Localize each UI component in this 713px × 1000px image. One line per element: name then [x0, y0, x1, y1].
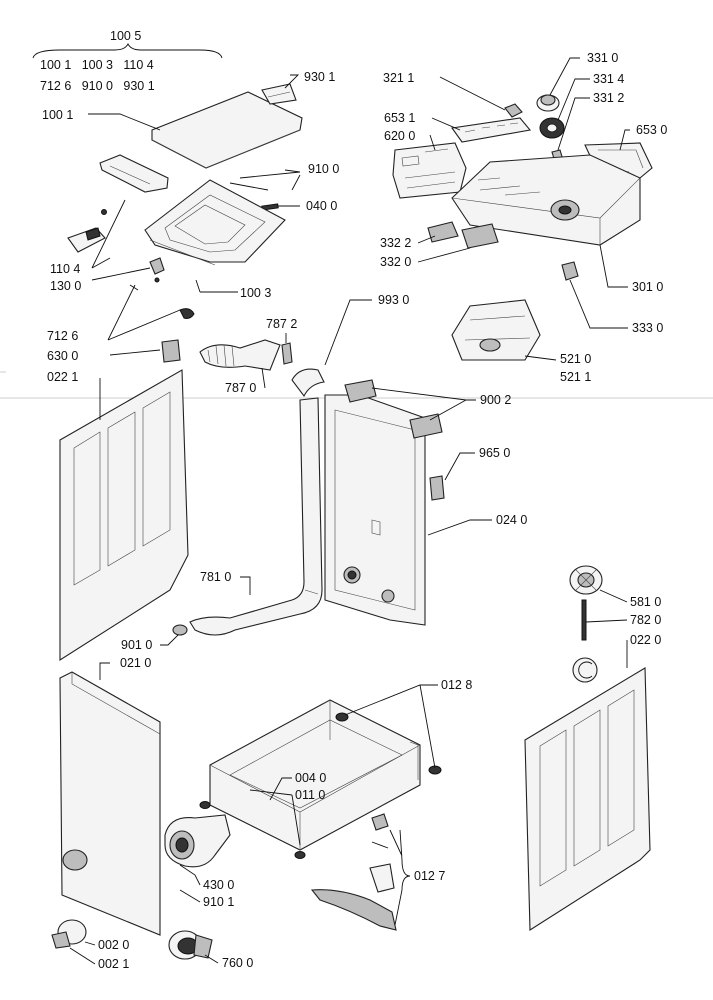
pulley-part-5810 [569, 565, 603, 595]
gear-part-3314 [539, 117, 565, 139]
ring-part [572, 657, 598, 683]
handle-part [99, 154, 169, 193]
hose-part-7870 [199, 339, 281, 371]
label-0040: 004 0 [295, 771, 326, 785]
front-panel-part-0210 [59, 671, 161, 936]
label-9650: 965 0 [479, 446, 510, 460]
lid-frame-part [144, 179, 286, 266]
label-9301: 930 1 [304, 70, 335, 84]
label-0110: 011 0 [295, 788, 325, 802]
filter-part-7600 [168, 930, 213, 960]
small-part-9650 [429, 475, 445, 501]
button-parts-3322-3320 [427, 221, 499, 249]
dispenser-part-5210 [451, 299, 541, 361]
label-7820: 782 0 [630, 613, 661, 627]
small-part-3330 [561, 261, 579, 281]
label-9101: 910 1 [203, 895, 234, 909]
pcb-part-6531 [451, 117, 532, 143]
label-0021: 002 1 [98, 957, 129, 971]
label-1104: 110 4 [50, 262, 80, 276]
label-1003: 100 3 [240, 286, 271, 300]
parts-0127 [310, 813, 397, 931]
label-7126: 712 6 [47, 329, 78, 343]
block-part-6300 [161, 339, 181, 363]
label-group-line-2: 712 6 910 0 930 1 [40, 79, 155, 93]
group-bracket [32, 42, 223, 59]
small-part-3211 [504, 103, 523, 118]
label-3010: 301 0 [632, 280, 663, 294]
label-9930: 993 0 [378, 293, 409, 307]
label-6300: 630 0 [47, 349, 78, 363]
label-7872: 787 2 [266, 317, 297, 331]
lid-part [151, 91, 303, 169]
leader-lines [69, 57, 630, 965]
label-6200: 620 0 [384, 129, 415, 143]
label-6530: 653 0 [636, 123, 667, 137]
label-0127: 012 7 [414, 869, 445, 883]
label-7600: 760 0 [222, 956, 253, 970]
label-7870: 787 0 [225, 381, 256, 395]
label-0221: 022 1 [47, 370, 78, 384]
label-0240: 024 0 [496, 513, 527, 527]
clip-parts-9002 [344, 379, 443, 439]
control-board-part-6200 [392, 142, 467, 199]
label-7810: 781 0 [200, 570, 231, 584]
label-0220: 022 0 [630, 633, 661, 647]
label-group-line-1: 100 1 100 3 110 4 [40, 58, 154, 72]
label-6531: 653 1 [384, 111, 415, 125]
strip-part-9301 [261, 83, 297, 105]
label-5210: 521 0 [560, 352, 591, 366]
shaft-part-7820 [581, 599, 587, 641]
label-3312: 331 2 [593, 91, 624, 105]
label-5211: 521 1 [560, 370, 591, 384]
label-4300: 430 0 [203, 878, 234, 892]
label-0020: 002 0 [98, 938, 129, 952]
feet-parts-0128 [199, 712, 442, 859]
label-1001: 100 1 [42, 108, 73, 122]
label-3211: 321 1 [383, 71, 414, 85]
label-0400: 040 0 [306, 199, 337, 213]
side-panel-part-0220 [524, 667, 651, 931]
label-3314: 331 4 [593, 72, 624, 86]
label-0128: 012 8 [441, 678, 472, 692]
label-5810: 581 0 [630, 595, 661, 609]
clip-part-9010 [172, 624, 188, 636]
small-part-7872 [281, 342, 293, 365]
label-9010: 901 0 [121, 638, 152, 652]
label-3320: 332 0 [380, 255, 411, 269]
label-3322: 332 2 [380, 236, 411, 250]
cap-part-0020 [51, 919, 87, 949]
hinge-parts [129, 257, 201, 319]
label-0210: 021 0 [120, 656, 151, 670]
label-3310: 331 0 [587, 51, 618, 65]
latch-part [67, 209, 107, 253]
pump-part-4300 [164, 814, 231, 868]
label-9100: 910 0 [308, 162, 339, 176]
knob-part-3310 [536, 94, 560, 112]
back-panel-part-0240 [324, 394, 426, 626]
label-9002: 900 2 [480, 393, 511, 407]
label-1005: 100 5 [110, 29, 141, 43]
label-3330: 333 0 [632, 321, 663, 335]
label-1300: 130 0 [50, 279, 81, 293]
drain-pipe-part-7810 [189, 397, 323, 636]
side-panel-part-0221 [59, 369, 189, 662]
part-labels: 100 5 100 1 100 3 110 4 712 6 910 0 930 … [40, 29, 667, 971]
elbow-part-9930 [291, 368, 325, 398]
